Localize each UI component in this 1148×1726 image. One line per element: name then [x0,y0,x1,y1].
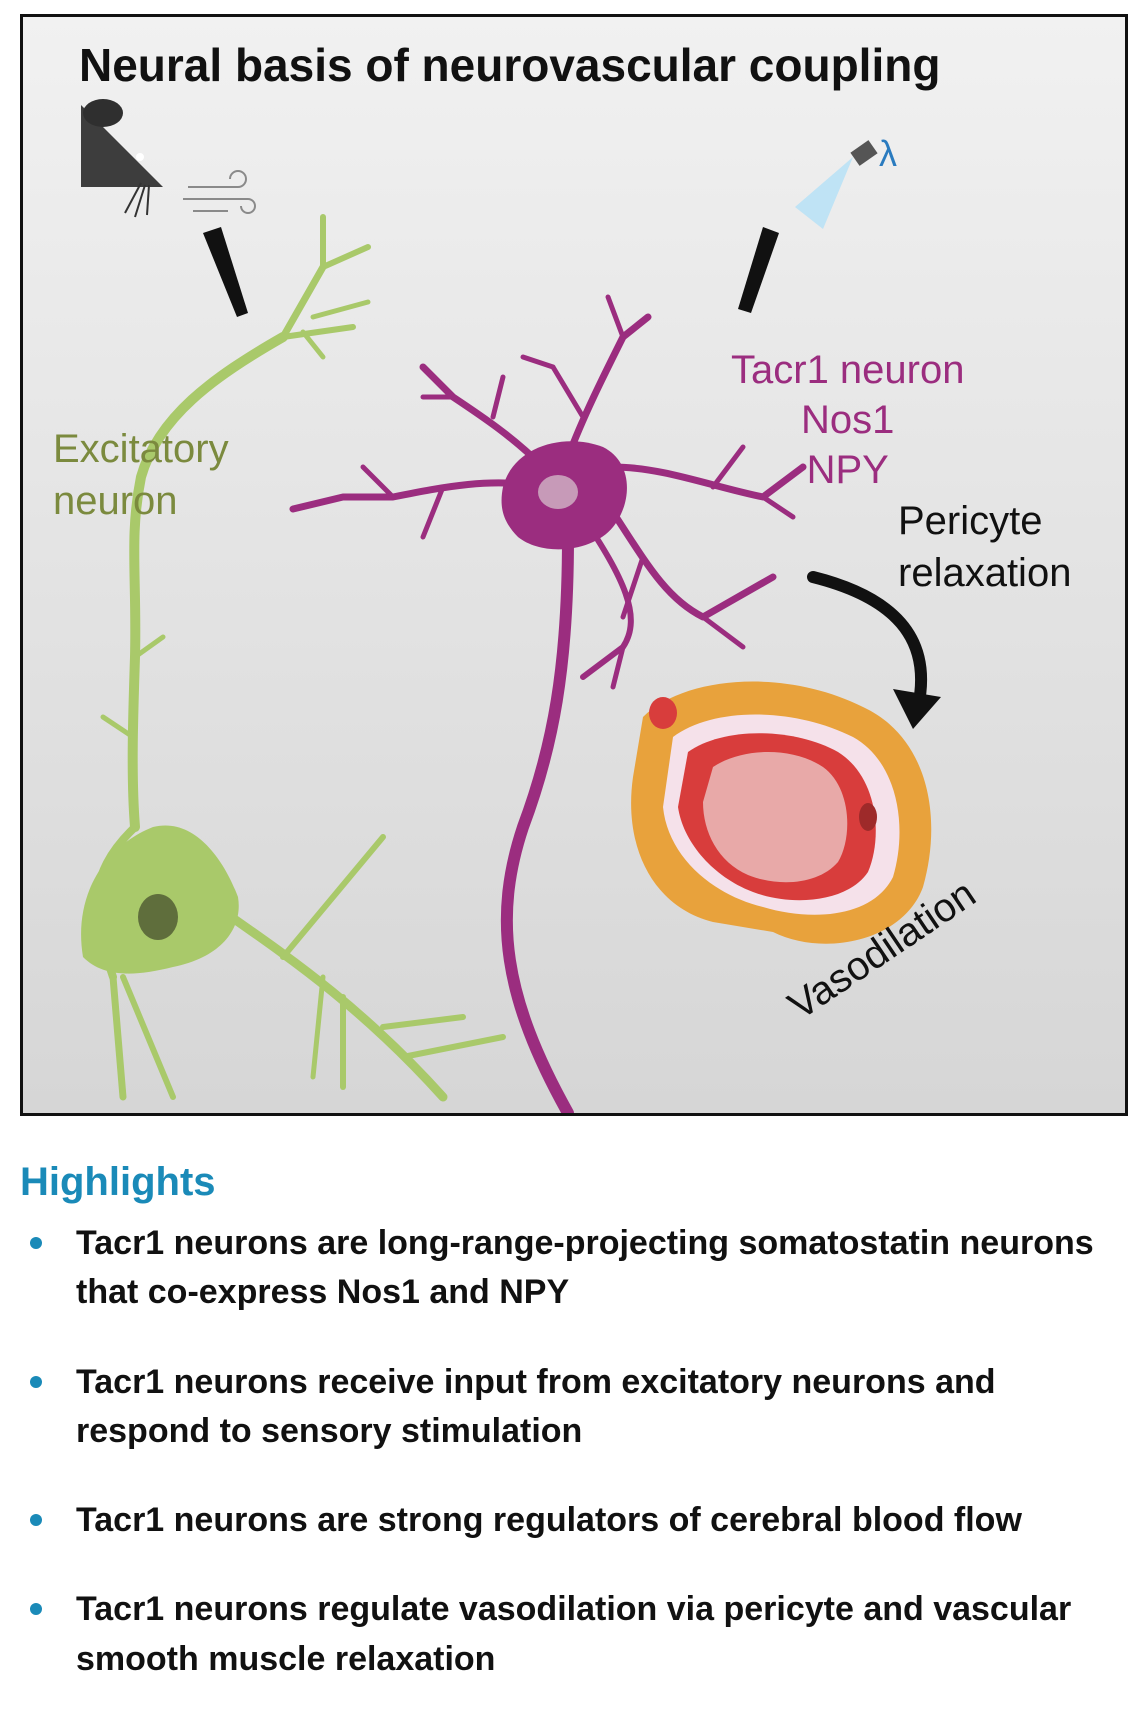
highlights-heading: Highlights [20,1160,216,1204]
highlights-section: Highlights Tacr1 neurons are long-range-… [20,1160,1128,1724]
tacr1-neuron [289,294,807,1113]
excitatory-nucleus [138,894,178,940]
highlight-text: Tacr1 neurons are strong regulators of c… [76,1501,1022,1540]
highlight-item: Tacr1 neurons regulate vasodilation via … [20,1585,1128,1684]
blood-vessel [631,681,932,944]
highlight-text: Tacr1 neurons receive input from excitat… [76,1362,996,1450]
tacr1-neuron-label: Tacr1 neuron Nos1 NPY [731,348,965,492]
highlight-text: Tacr1 neurons regulate vasodilation via … [76,1590,1072,1678]
excitatory-neuron-label: Excitatory neuron [53,427,229,523]
abstract-title: Neural basis of neurovascular coupling [79,39,941,91]
air-puff-icon [183,170,256,214]
graphical-abstract: Neural basis of neurovascular coupling λ… [20,14,1128,1116]
highlight-text: Tacr1 neurons are long-range-projecting … [76,1224,1094,1312]
highlight-item: Tacr1 neurons receive input from excitat… [20,1358,1128,1457]
tacr1-nucleus [538,475,578,509]
bullet-icon [30,1603,42,1616]
pericyte-relaxation-label: Pericyte relaxation [898,499,1072,595]
bullet-icon [30,1375,42,1388]
curved-arrow [807,571,941,729]
highlight-item: Tacr1 neurons are strong regulators of c… [20,1496,1128,1545]
arrow-icon [203,227,779,317]
light-source-icon [795,140,878,229]
abstract-illustration [81,99,941,1113]
bullet-icon [30,1514,42,1527]
highlight-item: Tacr1 neurons are long-range-projecting … [20,1219,1128,1318]
mouse-icon [81,99,163,218]
light-label: λ [879,133,897,174]
bullet-icon [30,1237,42,1249]
